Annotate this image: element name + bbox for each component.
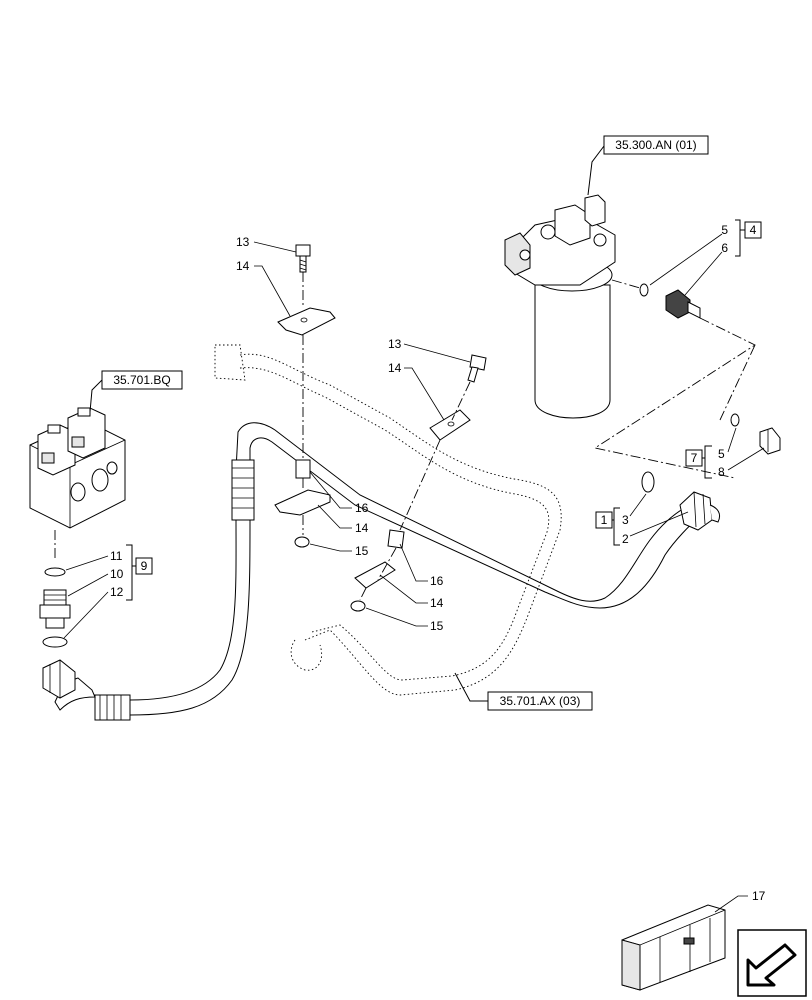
ref-filter-label: 35.300.AN (01) bbox=[615, 138, 696, 152]
callout-10: 10 bbox=[110, 567, 124, 581]
o-ring-3 bbox=[641, 471, 655, 493]
bracket-1 bbox=[612, 507, 620, 546]
leader-15-right bbox=[365, 607, 428, 627]
callout-6: 6 bbox=[721, 241, 728, 255]
callout-8: 8 bbox=[718, 465, 725, 479]
main-pipe bbox=[42, 422, 721, 721]
ref-valve-label: 35.701.BQ bbox=[113, 373, 170, 387]
bracket-7 bbox=[702, 445, 712, 479]
leader-14-right-top bbox=[404, 367, 445, 421]
leader-13-left bbox=[253, 241, 297, 253]
callout-16-right: 16 bbox=[430, 574, 444, 588]
bracket-4 bbox=[735, 219, 745, 257]
plug-centerline bbox=[719, 344, 756, 421]
callout-5-upper: 5 bbox=[721, 223, 728, 237]
callout-13-left: 13 bbox=[236, 235, 250, 249]
leader-14-left-top bbox=[254, 265, 291, 317]
ref-pipe-leader bbox=[454, 672, 488, 702]
o-ring-5-upper bbox=[639, 283, 649, 297]
next-page-arrow-icon[interactable] bbox=[737, 929, 807, 997]
plug-8 bbox=[759, 427, 781, 455]
clamp-set-left bbox=[274, 244, 336, 548]
leader-5-lower bbox=[727, 427, 737, 453]
callout-9: 9 bbox=[141, 559, 148, 573]
filter-assembly bbox=[504, 194, 616, 419]
ref-pipe[interactable]: 35.701.AX (03) bbox=[487, 691, 593, 711]
leader-6 bbox=[684, 251, 723, 296]
callout-14-left-bottom: 14 bbox=[355, 521, 369, 535]
o-ring-11 bbox=[44, 567, 66, 577]
phantom-pipe bbox=[214, 344, 562, 696]
valve-fittings bbox=[39, 567, 71, 648]
callout-17: 17 bbox=[752, 889, 766, 903]
leader-14-left-bottom bbox=[317, 504, 352, 529]
ref-valve[interactable]: 35.701.BQ bbox=[101, 370, 183, 390]
ref-filter[interactable]: 35.300.AN (01) bbox=[603, 135, 709, 155]
leader-16-left bbox=[309, 471, 352, 509]
callout-14-left-top: 14 bbox=[236, 259, 250, 273]
filter-centerline bbox=[593, 279, 756, 479]
ref-pipe-label: 35.701.AX (03) bbox=[500, 694, 581, 708]
leader-8 bbox=[727, 447, 765, 471]
callout-3: 3 bbox=[622, 513, 629, 527]
o-ring-12 bbox=[42, 636, 68, 648]
callout-15-right: 15 bbox=[430, 619, 444, 633]
leader-13-right bbox=[403, 343, 471, 363]
callout-15-left: 15 bbox=[355, 544, 369, 558]
leader-15-left bbox=[309, 543, 352, 552]
callout-12: 12 bbox=[110, 585, 124, 599]
leader-14-right-bottom bbox=[379, 574, 428, 604]
leader-10 bbox=[67, 573, 109, 597]
callout-1: 1 bbox=[601, 513, 608, 527]
leader-17 bbox=[714, 895, 748, 913]
bracket-9 bbox=[126, 544, 136, 601]
ref-valve-leader bbox=[89, 379, 103, 413]
clamp-set-right bbox=[350, 354, 487, 612]
leader-2 bbox=[629, 511, 689, 537]
leader-16-right bbox=[399, 543, 428, 582]
leader-12 bbox=[63, 591, 109, 639]
callout-2: 2 bbox=[622, 532, 629, 546]
ref-filter-leader bbox=[587, 145, 605, 196]
callout-4: 4 bbox=[750, 223, 757, 237]
callout-7: 7 bbox=[691, 451, 698, 465]
leader-3 bbox=[629, 493, 647, 517]
callout-16-left: 16 bbox=[355, 501, 369, 515]
callout-13-right: 13 bbox=[388, 337, 402, 351]
callout-11: 11 bbox=[110, 549, 123, 563]
adapter-10 bbox=[43, 589, 67, 606]
o-ring-5-lower bbox=[730, 413, 740, 427]
callout-14-right-top: 14 bbox=[388, 361, 402, 375]
sensor-6 bbox=[665, 289, 701, 319]
callout-14-right-bottom: 14 bbox=[430, 596, 444, 610]
leader-11 bbox=[65, 555, 109, 571]
callout-5-lower: 5 bbox=[718, 447, 725, 461]
kit-box-17 bbox=[621, 904, 726, 991]
leader-5-upper bbox=[649, 233, 723, 286]
valve-block bbox=[29, 407, 126, 529]
